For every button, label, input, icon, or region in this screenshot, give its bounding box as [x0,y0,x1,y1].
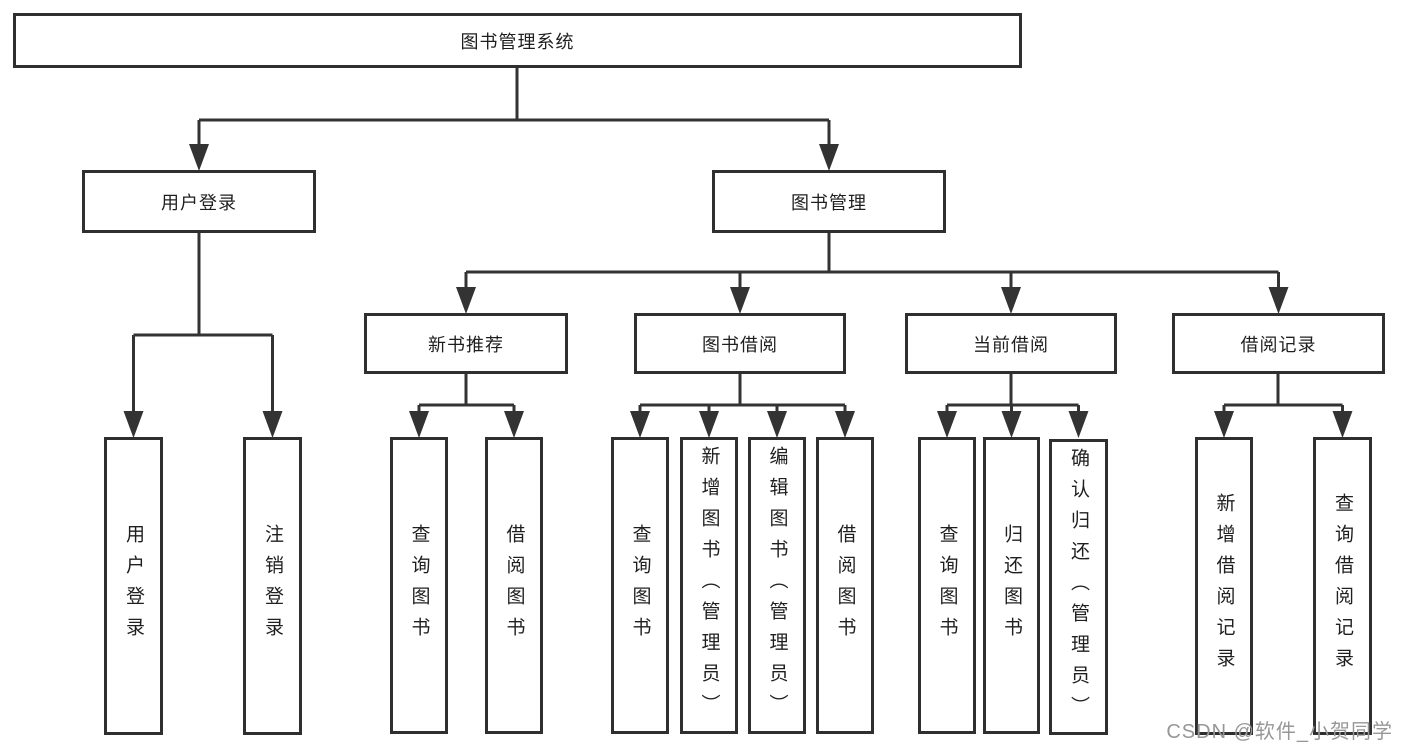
node-label: 图书借阅 [702,334,778,355]
node-borrowing-records: 借阅记录 [1172,313,1385,374]
leaf-label: 借阅图书 [503,523,525,648]
leaf-label: 查询借阅记录 [1332,493,1353,679]
node-library-management-system: 图书管理系统 [13,13,1022,68]
leaf-label: 借阅图书 [834,523,856,648]
node-label: 新书推荐 [428,334,504,355]
leaf-user-login: 用户登录 [104,437,163,735]
csdn-watermark: CSDN @软件_小贺同学 [1166,721,1393,743]
leaf-label: 查询图书 [408,523,430,648]
leaf-query-borrowing-record: 查询借阅记录 [1313,437,1372,735]
leaf-label: 确认归还（管理员） [1068,447,1089,727]
node-label: 借阅记录 [1240,334,1317,355]
leaf-label: 编辑图书（管理员） [766,446,788,725]
node-label: 图书管理系统 [460,31,575,52]
arrowhead-icons [123,144,1353,438]
node-label: 用户登录 [161,192,237,213]
node-book-management: 图书管理 [712,170,946,233]
node-current-borrowing: 当前借阅 [905,313,1117,374]
leaf-label: 注销登录 [262,524,283,648]
leaf-label: 归还图书 [1001,523,1022,648]
leaf-edit-books-admin: 编辑图书（管理员） [748,437,806,734]
node-label: 当前借阅 [973,334,1049,355]
leaf-borrow-books: 借阅图书 [816,437,874,734]
leaf-label: 查询图书 [629,523,651,648]
leaf-add-borrowing-record: 新增借阅记录 [1195,437,1253,735]
leaf-label: 用户登录 [123,524,144,648]
leaf-confirm-return-admin: 确认归还（管理员） [1049,439,1108,735]
leaf-query-books-current: 查询图书 [918,437,976,734]
leaf-label: 新增借阅记录 [1213,493,1235,679]
leaf-logout-login: 注销登录 [243,437,302,735]
node-label: 图书管理 [791,192,867,213]
leaf-label: 新增图书（管理员） [698,446,720,725]
node-user-login: 用户登录 [82,170,316,233]
node-new-book-recommendation: 新书推荐 [364,313,568,374]
node-book-borrowing: 图书借阅 [634,313,846,374]
leaf-borrow-books-recommend: 借阅图书 [485,437,543,734]
leaf-query-books-borrowing: 查询图书 [611,437,669,734]
leaf-return-books: 归还图书 [983,437,1040,734]
leaf-add-books-admin: 新增图书（管理员） [680,437,738,734]
leaf-query-books-recommend: 查询图书 [390,437,448,734]
leaf-label: 查询图书 [936,523,958,648]
